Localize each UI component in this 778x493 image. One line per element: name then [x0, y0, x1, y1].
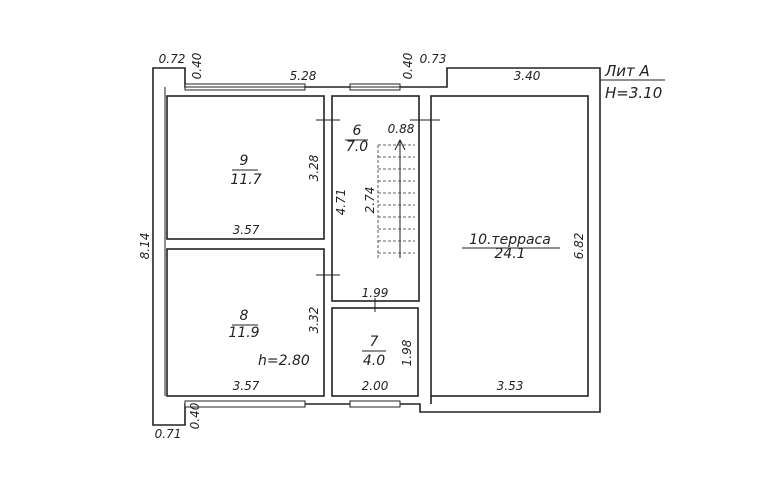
- staircase: [377, 138, 415, 258]
- top-windows: [184, 83, 401, 91]
- title-height: Н=3.10: [605, 84, 662, 102]
- room-6-area: 7.0: [346, 139, 368, 155]
- room-8: [166, 248, 325, 397]
- room-9-area: 11.7: [230, 172, 261, 188]
- dim-room9-width: 3.57: [233, 223, 260, 237]
- dim-room6-width: 1.99: [362, 286, 389, 300]
- room-7-area: 4.0: [363, 353, 385, 369]
- door-markers: [316, 119, 440, 312]
- dim-top-span-mid: 0.73: [420, 52, 447, 66]
- dim-terrace-height: 6.82: [572, 233, 586, 260]
- dim-top-window-mid: 0.40: [401, 52, 415, 79]
- title-lit: Лит А: [604, 62, 650, 80]
- dim-corridor-height: 4.71: [334, 189, 348, 216]
- room-6-number: 6: [353, 123, 362, 139]
- dim-terrace-width: 3.53: [497, 379, 524, 393]
- dim-left-total: 8.14: [138, 233, 152, 260]
- dim-bottom-window-left: 0.40: [188, 402, 202, 429]
- dim-room7-height: 1.98: [400, 339, 414, 366]
- room-9-number: 9: [240, 153, 249, 169]
- window-bottom-left: [184, 400, 306, 408]
- window-bottom-mid: [349, 400, 401, 408]
- room-10-number: 10.терраса: [469, 232, 551, 248]
- room-7-number: 7: [370, 334, 379, 350]
- stair-arrow-icon: [394, 138, 406, 151]
- dim-bottom-left-corner: 0.71: [155, 427, 182, 441]
- dim-top-left-corner: 0.72: [159, 52, 186, 66]
- room-8-area: 11.9: [228, 325, 259, 341]
- dim-stair-width: 0.88: [388, 122, 415, 136]
- dim-top-span-right: 3.40: [514, 69, 541, 83]
- room-10-area: 24.1: [494, 246, 525, 262]
- dim-room7-width: 2.00: [362, 379, 389, 393]
- room-10-terrace: [430, 95, 589, 397]
- dim-top-span-left: 5.28: [290, 69, 317, 83]
- room-9: [166, 95, 325, 240]
- room-8-number: 8: [240, 308, 249, 324]
- dim-room9-height: 3.28: [307, 154, 321, 181]
- bottom-windows: [184, 400, 401, 408]
- dim-stair-length: 2.74: [363, 187, 377, 214]
- dim-top-window-left: 0.40: [190, 52, 204, 79]
- dim-room8-width: 3.57: [233, 379, 260, 393]
- room-8-height-note: h=2.80: [258, 353, 310, 369]
- dim-room8-height: 3.32: [307, 307, 321, 334]
